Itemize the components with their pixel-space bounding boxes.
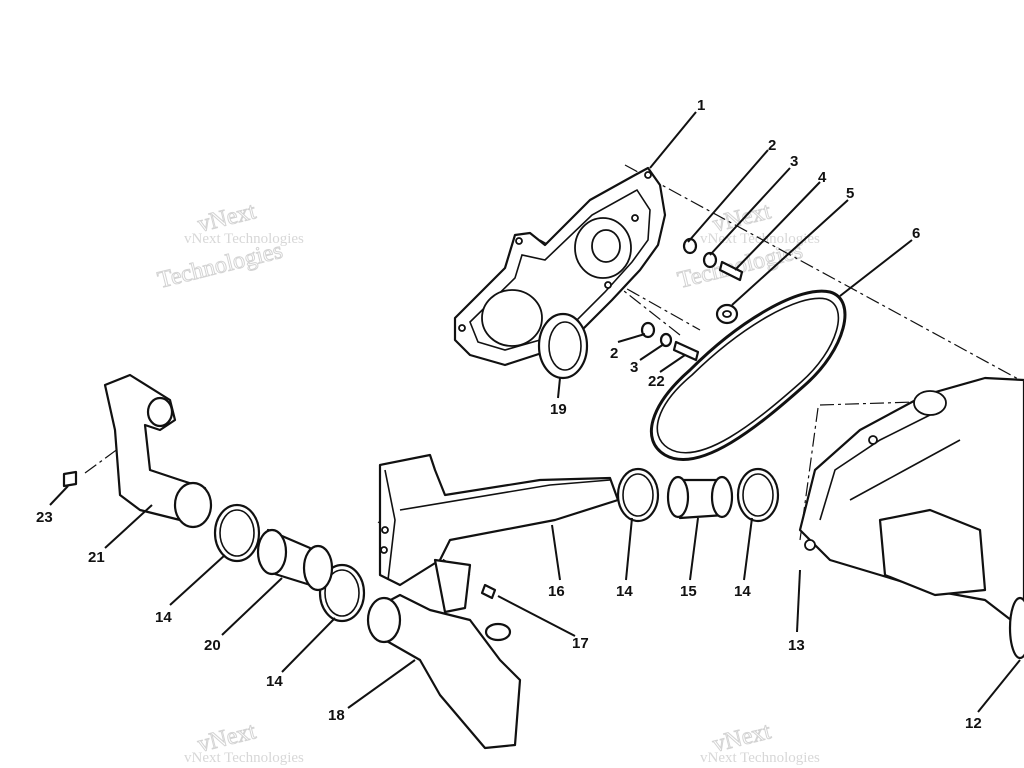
callout-22: 22 <box>648 373 665 390</box>
callout-6: 6 <box>912 225 920 242</box>
callout-12: 12 <box>965 715 982 732</box>
intake-duct <box>378 453 620 614</box>
callout-14-b: 14 <box>266 673 283 690</box>
callout-18: 18 <box>328 707 345 724</box>
callout-2-lower: 2 <box>610 345 618 362</box>
elbow-duct <box>103 373 213 529</box>
callout-14-c: 14 <box>616 583 633 600</box>
callout-3: 3 <box>790 153 798 170</box>
callout-15: 15 <box>680 583 697 600</box>
callout-21: 21 <box>88 549 105 566</box>
hardware-set-upper <box>682 237 744 325</box>
callout-23: 23 <box>36 509 53 526</box>
callout-3-lower: 3 <box>630 359 638 376</box>
callout-17: 17 <box>572 635 589 652</box>
lower-duct <box>366 593 522 750</box>
watermark-bottom-left: vNext vNext Technologies <box>184 718 304 766</box>
callout-16: 16 <box>548 583 565 600</box>
drive-housing <box>798 376 1024 660</box>
coupler-sleeves <box>256 475 734 592</box>
callout-2: 2 <box>768 137 776 154</box>
callout-1: 1 <box>697 97 705 114</box>
callout-4: 4 <box>818 169 827 186</box>
hose-clamps <box>213 467 780 623</box>
seal-ring <box>537 312 589 380</box>
callout-5: 5 <box>846 185 854 202</box>
screws <box>62 470 497 600</box>
callout-14-a: 14 <box>155 609 172 626</box>
watermark-top-left: vNext vNext Technologies Technologies <box>155 198 304 294</box>
callout-14-d: 14 <box>734 583 751 600</box>
callout-20: 20 <box>204 637 221 654</box>
watermark-bottom-right: vNext vNext Technologies <box>700 718 820 766</box>
svg-text:vNext Technologies: vNext Technologies <box>184 231 304 247</box>
cover-plate <box>453 166 667 367</box>
svg-text:vNext Technologies: vNext Technologies <box>184 750 304 766</box>
callout-19: 19 <box>550 401 567 418</box>
svg-text:vNext Technologies: vNext Technologies <box>700 750 820 766</box>
hardware-set-lower <box>640 321 700 362</box>
callout-numbers: 1 2 3 4 5 6 2 3 22 19 23 21 14 20 14 18 … <box>36 97 982 732</box>
drive-belt <box>649 289 847 462</box>
leader-lines <box>49 111 1021 713</box>
callout-13: 13 <box>788 637 805 654</box>
